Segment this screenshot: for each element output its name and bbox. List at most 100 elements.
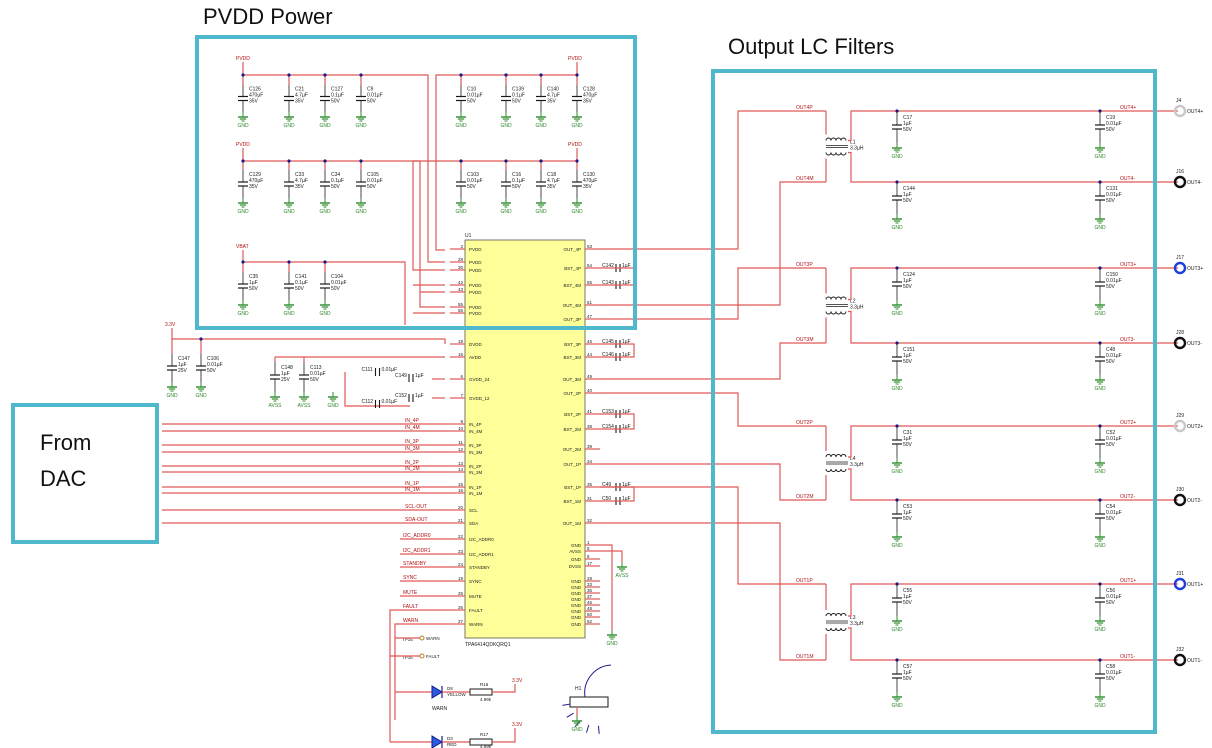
net-label: OUT1P — [796, 578, 813, 584]
channel-4-cap-C56-ref: C56 — [1106, 588, 1115, 594]
junction-dot — [287, 73, 291, 77]
ground-label: GND — [237, 311, 249, 317]
ic-pin-name: PVDD — [469, 268, 482, 273]
ic-pin-name: AVDD — [469, 355, 482, 360]
ic-pin-number: 41 — [587, 409, 593, 414]
ground-label: GND — [1094, 469, 1106, 475]
ic-pin-name: FAULT — [469, 608, 483, 613]
channel-4-inductor-ref: L3 — [850, 615, 856, 621]
led-warn-ref: D8 — [447, 686, 453, 691]
ground-label: GND — [283, 311, 295, 317]
pvdd-cap-C103-voltage: 50V — [467, 184, 477, 190]
channel-1-cap-C19-ref: C19 — [1106, 115, 1115, 121]
ground-label: GND — [327, 403, 339, 409]
channel-3-inductor-ref: L4 — [850, 456, 856, 462]
ic-pin-name: BST_1M — [563, 499, 581, 504]
testpoint-warn-ref: TP15 — [402, 637, 413, 642]
pvdd-cap-C16-voltage: 50V — [512, 184, 522, 190]
channel-2-connector-label: OUT3- — [1187, 341, 1202, 347]
ic-pin-number: 28 — [458, 257, 464, 262]
ic-pin-number: 6 — [460, 374, 463, 379]
ic-pin-name: GND — [571, 543, 582, 548]
bst-cap-C142-ref: C142 — [602, 263, 614, 269]
channel-2-coil — [840, 296, 847, 300]
channel-2-top-rail — [848, 267, 1178, 301]
ic-pin-number: 55 — [587, 280, 593, 285]
pvdd-cap-C126-voltage: 35V — [249, 99, 259, 105]
ground-label: GND — [891, 703, 903, 709]
ic-pin-name: GND — [571, 603, 582, 608]
ground-label: GND — [319, 209, 331, 215]
ic-pin-number: 54 — [587, 263, 593, 268]
led-fault-ref: D3 — [447, 736, 453, 741]
supply-cap-C113-ref: C113 — [310, 365, 322, 371]
channel-2-connector-j28 — [1173, 336, 1187, 350]
pvdd-cap-C128-value: 470µF — [583, 93, 597, 99]
ground-label: GND — [891, 543, 903, 549]
ground-label: GND — [1094, 627, 1106, 633]
junction-dot — [575, 159, 579, 163]
net-label: MUTE — [403, 590, 418, 596]
net-label: PVDD — [568, 142, 582, 148]
ic-pin-name: IN_3M — [469, 450, 483, 455]
output-lc-filters-frame — [711, 69, 1157, 734]
pvdd-cap-C127-voltage: 50V — [331, 99, 341, 105]
resistor-r17-ref: R17 — [480, 732, 489, 737]
junction-dot — [504, 159, 508, 163]
ic-pin-number: 16 — [458, 352, 464, 357]
mount-h1-ref: H1 — [575, 686, 582, 692]
channel-2-inductor-ref: L2 — [850, 299, 856, 305]
net-label: SCL-OUT — [405, 504, 427, 510]
ground-label: GND — [891, 386, 903, 392]
ic-pin-number: 44 — [587, 352, 593, 357]
channel-2-connector-label: OUT3+ — [1187, 266, 1203, 272]
vbat-cap-C35-value: 1µF — [249, 280, 258, 286]
ic-pin-number: 37 — [587, 594, 593, 599]
ic-pin-number: 42 — [458, 280, 464, 285]
channel-3-connector-j30 — [1173, 493, 1187, 507]
ic-pin-number: 16 — [458, 488, 464, 493]
channel-3-cap-C53-ref: C53 — [903, 504, 912, 510]
ground-label: GND — [355, 123, 367, 129]
ic-pin-name: PVDD — [469, 283, 482, 288]
ic-pin-name: WARN — [469, 622, 483, 627]
ground-label: GND — [1094, 225, 1106, 231]
resistor-r16-ref: R16 — [480, 682, 489, 687]
bst-cap-C154-value: 1µF — [622, 424, 631, 430]
channel-1-coil — [840, 152, 847, 156]
channel-1-cap-C131-voltage: 50V — [1106, 198, 1116, 204]
ic-pin-number: 34 — [587, 459, 593, 464]
ic-pin-number: 45 — [587, 339, 593, 344]
ground-label: GND — [283, 123, 295, 129]
net-label: SDA-OUT — [405, 517, 428, 523]
net-label: IN_2P — [405, 460, 420, 466]
vbat-cap-C141-voltage: 50V — [295, 286, 305, 292]
supply-cap-C113-value: 0.01µF — [310, 371, 326, 377]
ic-pin-number: 30 — [458, 265, 464, 270]
junction-dot — [323, 159, 327, 163]
channel-2-connector-j17 — [1173, 261, 1187, 275]
net-label: IN_2M — [405, 466, 420, 472]
channel-1-cap-C144-voltage: 50V — [903, 198, 913, 204]
net-label: WARN — [403, 618, 418, 624]
pvdd-cap-C105-voltage: 50V — [367, 184, 377, 190]
junction-dot — [287, 159, 291, 163]
led-warn-color: YELLOW — [447, 692, 467, 697]
gvdd-cap-C111-value: 0.01µF — [382, 367, 398, 373]
channel-4-connector-net: OUT1- — [1120, 654, 1135, 660]
pvdd-cap-C34-voltage: 50V — [331, 184, 341, 190]
channel-2-cap-C124-voltage: 50V — [903, 284, 913, 290]
pvdd-cap-C128-voltage: 35V — [583, 99, 593, 105]
ic-pin-name: PVDD — [469, 311, 482, 316]
channel-3-inductor-value: 3.3µH — [850, 462, 864, 468]
ground-label: AVSS — [269, 403, 283, 409]
channel-4-cap-C55-ref: C55 — [903, 588, 912, 594]
channel-3-bot-rail — [848, 468, 1178, 501]
channel-4-connector-ref: J31 — [1176, 571, 1184, 577]
mount-h1-body — [569, 696, 609, 708]
junction-dot — [459, 73, 463, 77]
channel-4-cap-C58-value: 0.01µF — [1106, 670, 1122, 676]
ic-pin-name: GND — [571, 585, 582, 590]
ground-label: GND — [500, 123, 512, 129]
ground-label: GND — [237, 209, 249, 215]
